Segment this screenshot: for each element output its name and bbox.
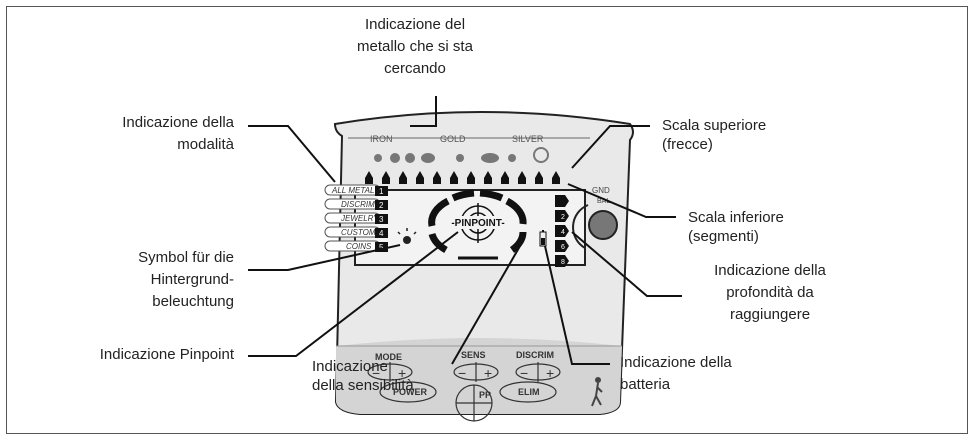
callout-backlight bbox=[248, 244, 401, 271]
iron-label: IRON bbox=[370, 134, 393, 144]
label-depth-indication: Indicazione della profondità da raggiung… bbox=[714, 262, 826, 323]
segment-ring bbox=[428, 189, 527, 254]
svg-text:+: + bbox=[484, 365, 492, 381]
diagram-frame bbox=[6, 6, 968, 434]
svg-text:−: − bbox=[458, 365, 466, 381]
bal-text: BAL bbox=[597, 198, 610, 205]
depth-number-2: 2 bbox=[561, 214, 565, 221]
svg-text:+: + bbox=[398, 365, 406, 381]
power-button-label: POWER bbox=[393, 387, 428, 397]
battery-icon bbox=[539, 230, 547, 247]
callout-lower-scale bbox=[567, 183, 676, 218]
pinpoint-text: -PINPOINT- bbox=[451, 218, 504, 229]
mode-number-2: 2 bbox=[379, 201, 384, 210]
depth-scale bbox=[555, 195, 569, 267]
label-backlight-symbol: Symbol für die Hintergrund- beleuchtung bbox=[138, 249, 234, 310]
callout-depth bbox=[571, 231, 682, 297]
upper-arrow-scale bbox=[365, 171, 560, 184]
mode-button-label: MODE bbox=[375, 352, 402, 362]
label-metal-indication: Indicazione del metallo che si sta cerca… bbox=[357, 16, 473, 77]
discrim-button-label: DISCRIM bbox=[516, 350, 554, 360]
sens-button-label: SENS bbox=[461, 350, 486, 360]
button-glyphs: − + − + − + bbox=[372, 365, 554, 381]
mode-number-3: 3 bbox=[379, 215, 384, 224]
mode-all-metal: ALL METAL bbox=[331, 186, 374, 195]
svg-text:−: − bbox=[520, 365, 528, 381]
callout-lines bbox=[248, 96, 682, 365]
callout-upper-scale bbox=[571, 125, 650, 169]
mode-jewelry: JEWELRY bbox=[340, 214, 379, 223]
label-battery-indication: Indicazione della batteria bbox=[620, 354, 732, 393]
mode-number-4: 4 bbox=[379, 229, 384, 238]
elim-button-label: ELIM bbox=[518, 387, 540, 397]
mode-number-1: 1 bbox=[379, 187, 384, 196]
mode-list: ALL METAL DISCRIM JEWELRY CUSTOM COINS 1… bbox=[324, 184, 388, 252]
backlight-icon bbox=[397, 228, 417, 244]
silver-label: SILVER bbox=[512, 134, 544, 144]
ground-balance-knob bbox=[588, 210, 618, 240]
mode-number-5: 5 bbox=[379, 243, 384, 252]
callout-pinpoint bbox=[248, 231, 459, 357]
callout-battery bbox=[544, 245, 610, 365]
label-mode-indication: Indicazione della modalità bbox=[122, 114, 234, 153]
gold-label: GOLD bbox=[440, 134, 466, 144]
label-upper-scale: Scala superiore (frecce) bbox=[662, 117, 767, 153]
label-lower-scale: Scala inferiore (segmenti) bbox=[688, 209, 784, 245]
callout-sensitivity bbox=[451, 245, 521, 365]
walking-figure-icon bbox=[591, 377, 603, 407]
button-panel-band bbox=[336, 338, 622, 414]
mode-custom: CUSTOM bbox=[341, 228, 376, 237]
label-sensitivity-indication: Indicazione della sensibilità bbox=[312, 358, 414, 394]
svg-text:−: − bbox=[372, 365, 380, 381]
depth-number-6: 6 bbox=[561, 244, 565, 251]
callout-metal bbox=[410, 96, 437, 127]
mode-discrim: DISCRIM bbox=[341, 200, 375, 209]
svg-text:+: + bbox=[546, 365, 554, 381]
label-pinpoint-indication: Indicazione Pinpoint bbox=[99, 346, 234, 363]
pp-button-label: PP bbox=[479, 390, 491, 400]
target-symbols-row bbox=[374, 147, 549, 163]
depth-number-4: 4 bbox=[561, 229, 565, 236]
button-panel bbox=[367, 362, 561, 422]
mode-coins: COINS bbox=[346, 242, 372, 251]
callout-mode bbox=[248, 125, 336, 183]
gnd-text: GND bbox=[592, 186, 610, 195]
depth-number-8: 8 bbox=[561, 259, 565, 266]
